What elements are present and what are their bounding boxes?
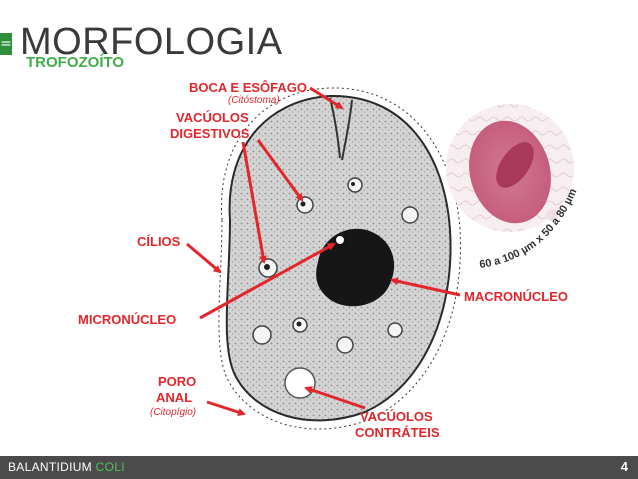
arrow-vacuolos-dig-1 — [241, 141, 267, 264]
label-cilios: CÍLIOS — [137, 234, 181, 249]
micrograph-inset — [446, 104, 574, 232]
title-accent-bar: = — [0, 33, 12, 55]
arrow-vac-contr — [304, 386, 366, 410]
page-number: 4 — [620, 459, 628, 474]
label-vac-contr-1: VACÚOLOS — [360, 409, 433, 424]
arrow-poro — [206, 400, 246, 416]
contractile-vacuole — [284, 367, 316, 399]
label-poro-2: ANAL — [156, 390, 193, 405]
label-vacuolos-dig-2: DIGESTIVOS — [170, 126, 250, 141]
footer-title-accent: COLI — [95, 460, 125, 474]
label-boca: BOCA E ESÔFAGO — [189, 80, 307, 95]
label-vacuolos-dig-1: VACÚOLOS — [176, 110, 249, 125]
slide-subtitle: TROFOZOÍTO — [26, 54, 125, 71]
arrow-boca — [309, 86, 344, 110]
label-poro-1: PORO — [158, 374, 197, 389]
arrow-macronucleo — [390, 277, 461, 297]
label-micronucleo: MICRONÚCLEO — [78, 312, 177, 327]
label-boca-sub: (Citóstoma) — [228, 95, 280, 106]
slide-title: MORFOLOGIA — [20, 21, 283, 63]
label-macronucleo: MACRONÚCLEO — [464, 289, 568, 304]
footer-bar: BALANTIDIUM COLI 4 — [0, 456, 638, 479]
arrow-cilios — [186, 242, 222, 274]
cytostome — [329, 97, 353, 161]
arrow-vacuolos-dig-2 — [256, 139, 304, 202]
footer-title-main: BALANTIDIUM — [8, 460, 96, 474]
label-poro-sub: (Citopígio) — [150, 407, 197, 418]
label-vac-contr-2: CONTRÁTEIS — [355, 425, 440, 440]
arrow-micronucleo — [199, 242, 336, 320]
footer-title: BALANTIDIUM COLI — [8, 460, 125, 474]
micronucleus — [334, 234, 346, 246]
